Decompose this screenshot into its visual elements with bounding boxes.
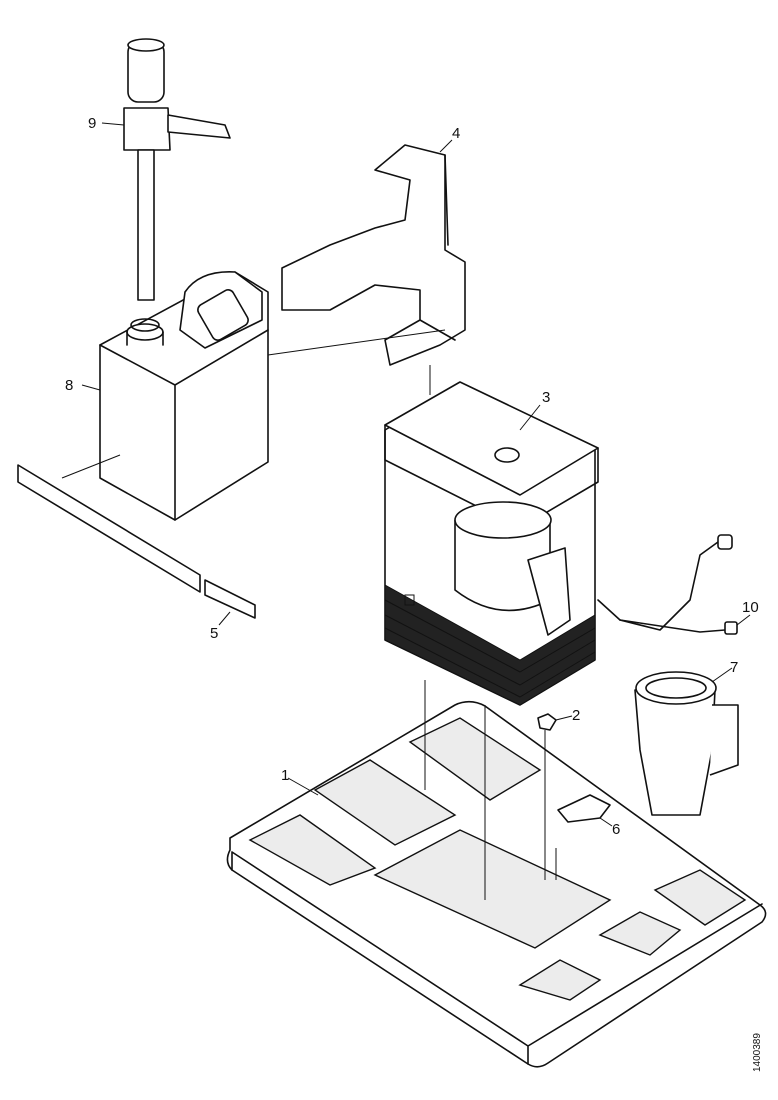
callout-8: 8 bbox=[65, 377, 73, 394]
callout-7: 7 bbox=[730, 659, 738, 676]
wall-bracket bbox=[281, 144, 466, 366]
callout-10: 10 bbox=[742, 599, 759, 616]
hand-pump bbox=[123, 38, 231, 301]
power-cable bbox=[597, 534, 738, 635]
callout-5: 5 bbox=[210, 625, 218, 642]
callout-3: 3 bbox=[542, 389, 550, 406]
water-canister bbox=[99, 271, 269, 521]
drawing-reference-number: 1400389 bbox=[752, 1033, 763, 1072]
assembly-lines bbox=[61, 122, 751, 900]
machine-body bbox=[384, 381, 599, 706]
retaining-clip bbox=[557, 794, 611, 823]
base-tray bbox=[226, 700, 767, 1068]
callout-4: 4 bbox=[452, 125, 460, 142]
nut bbox=[537, 713, 557, 731]
callout-6: 6 bbox=[612, 821, 620, 838]
base-strip bbox=[17, 464, 256, 619]
travel-mug bbox=[634, 671, 739, 816]
callout-1: 1 bbox=[281, 767, 289, 784]
callout-2: 2 bbox=[572, 707, 580, 724]
callout-9: 9 bbox=[88, 115, 96, 132]
